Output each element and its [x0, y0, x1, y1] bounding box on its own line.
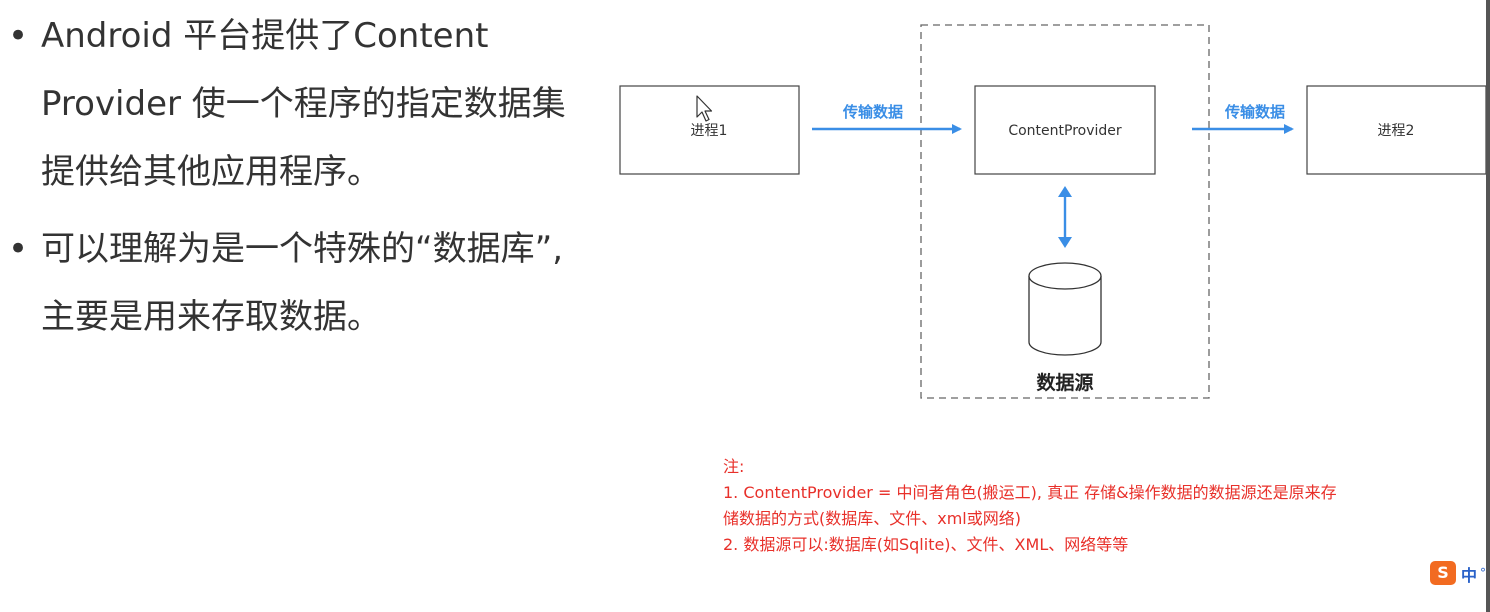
- mouse-cursor-icon: [696, 95, 713, 122]
- edge-label-left: 传输数据: [842, 103, 903, 121]
- window-edge: [1486, 0, 1490, 612]
- ime-mode-indicator[interactable]: 中: [1461, 566, 1478, 585]
- ime-punctuation-icon[interactable]: °: [1480, 566, 1486, 580]
- edge-process1-to-provider: 传输数据: [812, 103, 962, 134]
- process1-node: 进程1: [619, 85, 800, 175]
- bullet-text: Android 平台提供了Content Provider 使一个程序的指定数据…: [41, 16, 566, 192]
- notes-line-2: 储数据的方式(数据库、文件、xml或网络): [723, 509, 1021, 528]
- provider-container: [920, 24, 1210, 399]
- notes-block: 注: 1. ContentProvider = 中间者角色(搬运工), 真正 存…: [723, 454, 1473, 558]
- content-provider-label: ContentProvider: [1008, 123, 1122, 139]
- sogou-ime-icon[interactable]: S: [1430, 561, 1456, 585]
- bullet-text: 可以理解为是一个特殊的“数据库”, 主要是用来存取数据。: [41, 229, 564, 337]
- data-source-label: 数据源: [1036, 371, 1093, 394]
- notes-title: 注:: [723, 457, 745, 476]
- process2-label: 进程2: [1378, 123, 1415, 139]
- database-icon: [1028, 262, 1102, 356]
- notes-line-3: 2. 数据源可以:数据库(如Sqlite)、文件、XML、网络等等: [723, 535, 1129, 554]
- notes-line-1: 1. ContentProvider = 中间者角色(搬运工), 真正 存储&操…: [723, 483, 1337, 502]
- edge-provider-to-process2: 传输数据: [1192, 103, 1294, 134]
- process2-node: 进程2: [1306, 85, 1487, 175]
- bullet-dot: •: [8, 229, 29, 269]
- edge-label-right: 传输数据: [1224, 103, 1285, 121]
- content-provider-node: ContentProvider: [974, 85, 1156, 175]
- bullet-dot: •: [8, 16, 29, 56]
- process1-label: 进程1: [691, 123, 728, 139]
- edge-provider-datasource: [1058, 186, 1072, 248]
